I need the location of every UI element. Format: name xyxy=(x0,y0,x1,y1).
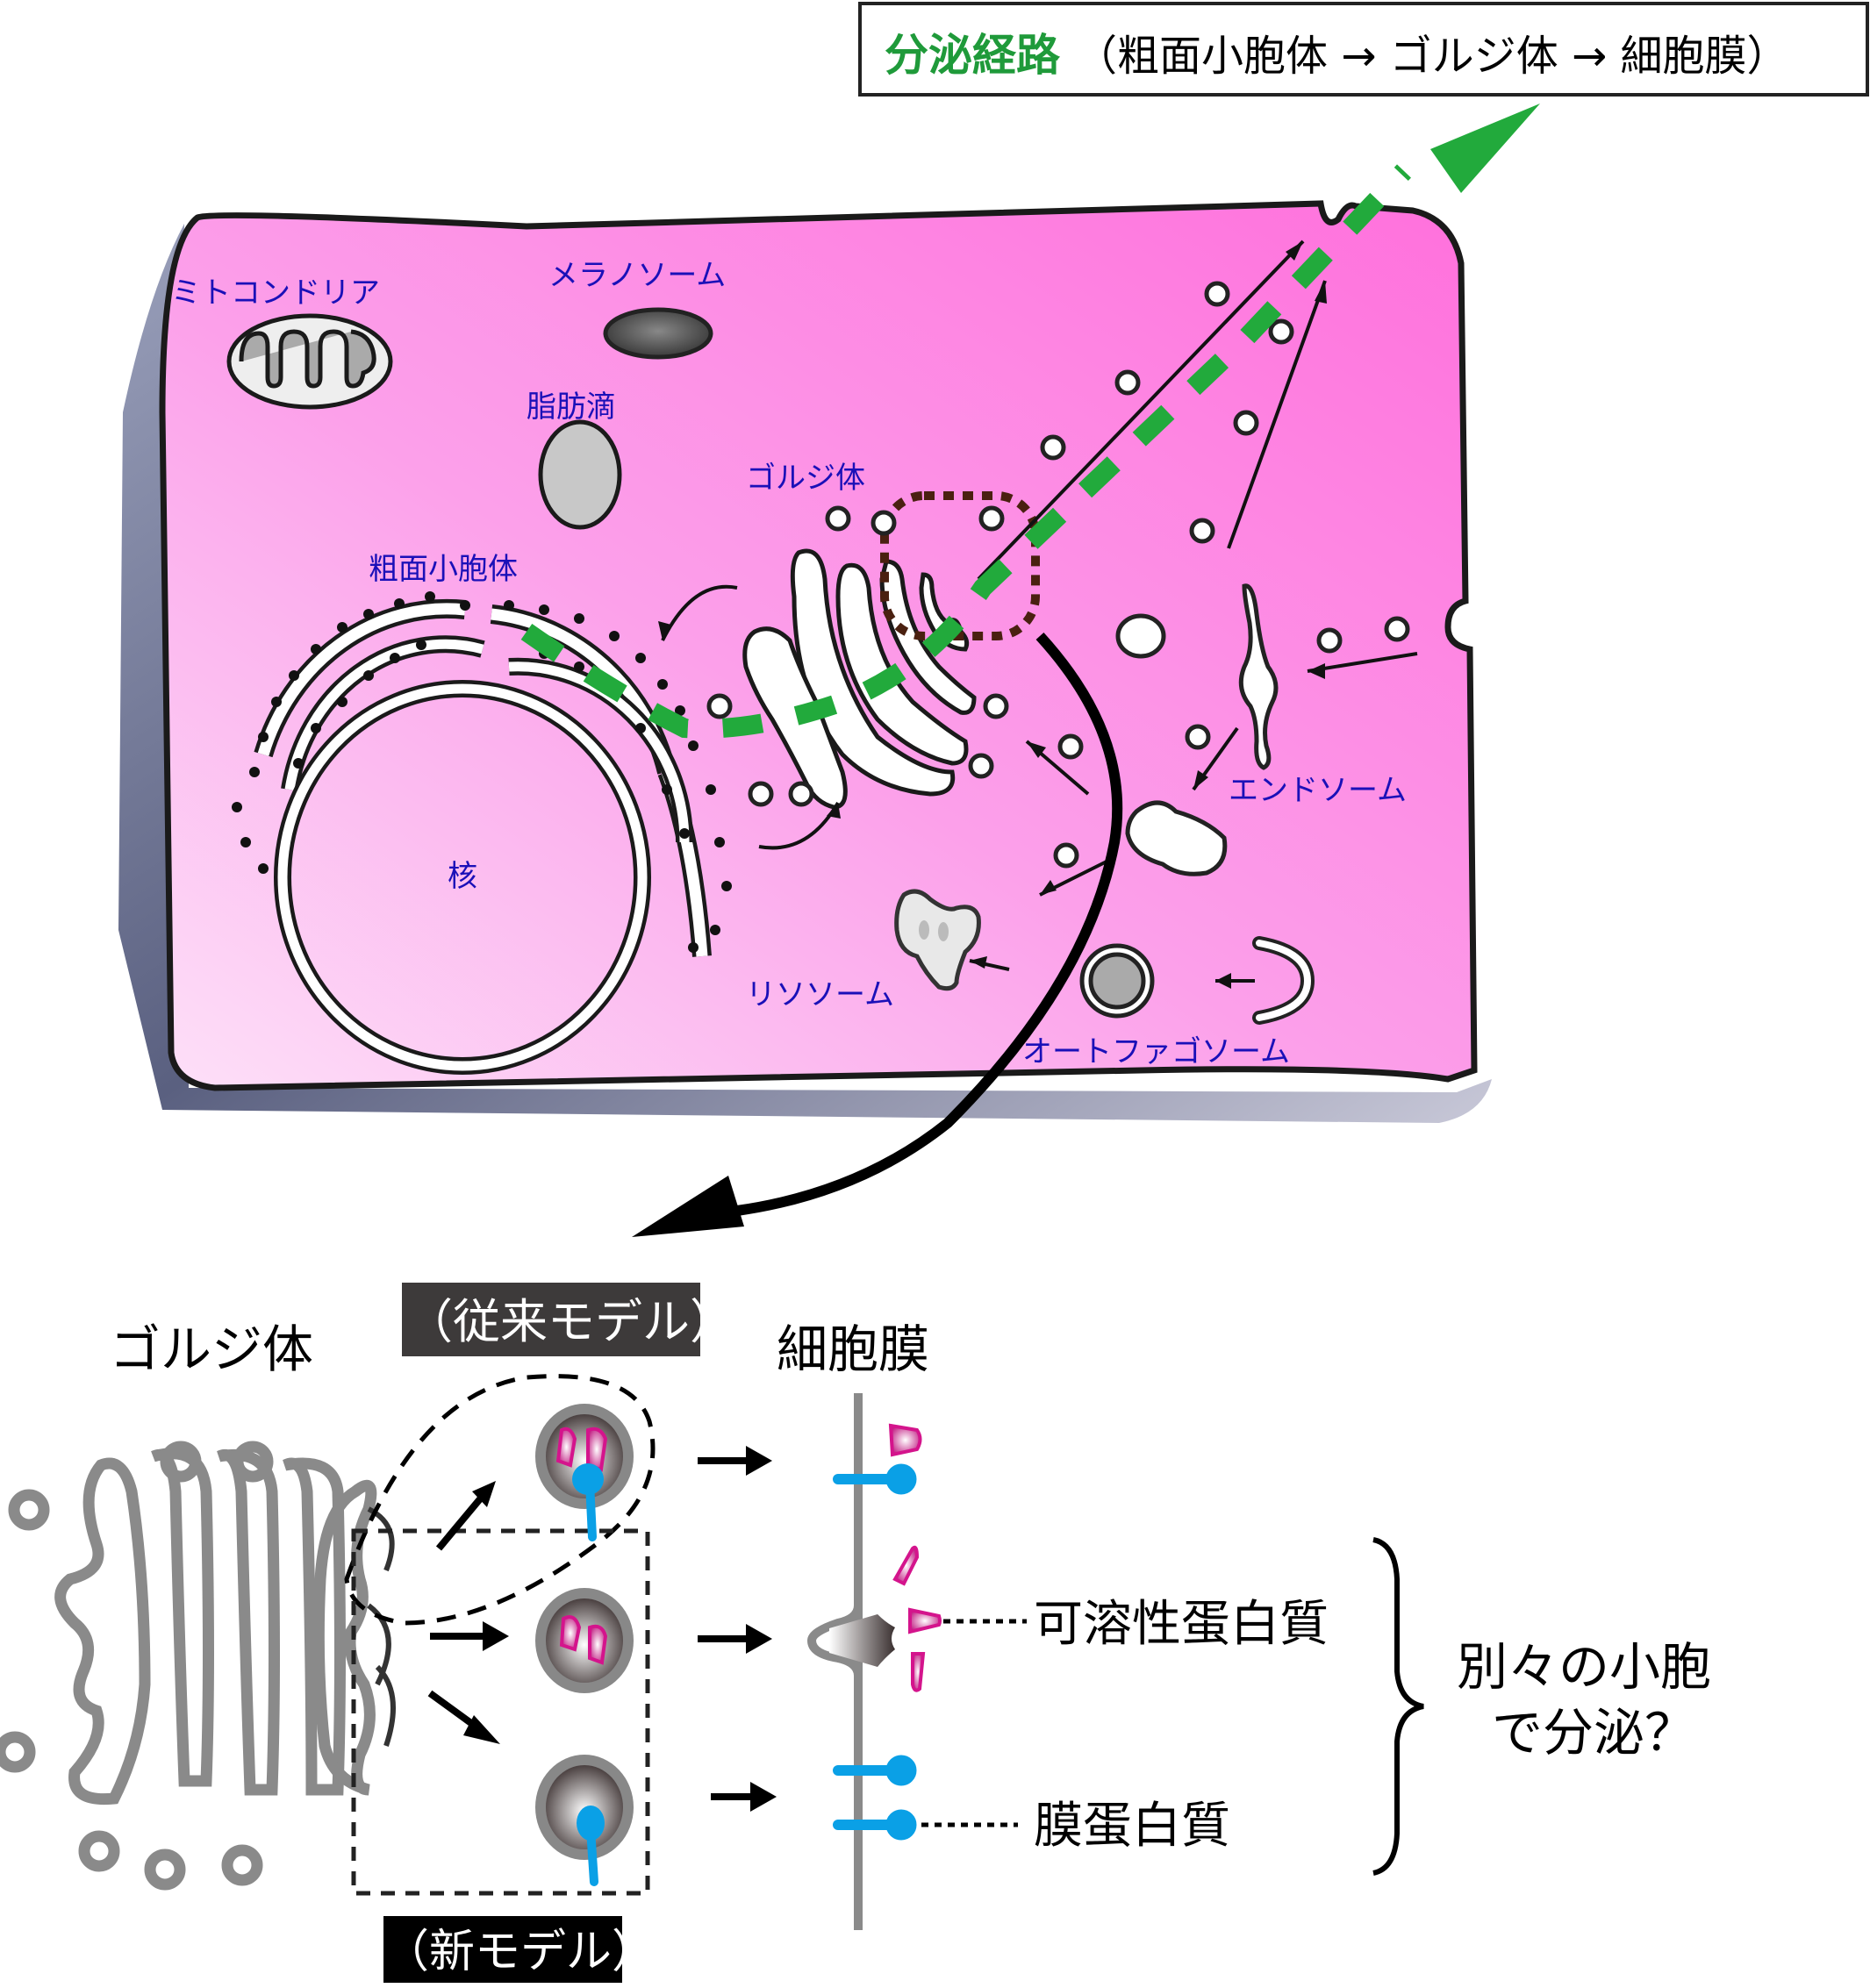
label-mitochondria: ミトコンドリア xyxy=(171,275,380,311)
vesicle-soluble-cargo xyxy=(535,1588,634,1693)
pathway-route: （粗面小胞体 → ゴルジ体 → 細胞膜） xyxy=(1075,32,1788,81)
melanosome xyxy=(603,307,713,360)
lipid-droplet xyxy=(538,419,622,530)
transport-vesicles xyxy=(706,281,1410,869)
zoom-arrowhead xyxy=(632,1176,744,1237)
arrowheads xyxy=(658,241,1327,989)
vesicle-mixed-cargo xyxy=(535,1404,634,1541)
label-rough-er: 粗面小胞体 xyxy=(369,552,518,587)
mitochondrion xyxy=(226,313,393,410)
label-lipid-droplet: 脂肪滴 xyxy=(527,390,616,425)
golgi-schematic xyxy=(0,1441,377,1891)
vesicle-membrane-cargo xyxy=(535,1755,634,1886)
secretory-route-arrowhead xyxy=(1430,104,1540,193)
membrane-protein-label: 膜蛋白質 xyxy=(1034,1798,1230,1855)
question-line1: 別々の小胞 xyxy=(1457,1637,1711,1697)
label-lysosome: リソソーム xyxy=(746,977,894,1012)
endosome xyxy=(1238,583,1279,770)
zoom-curve-arrow xyxy=(736,632,1123,1216)
lower-golgi-title: ゴルジ体 xyxy=(110,1319,313,1379)
pathway-title: 分泌経路 xyxy=(885,30,1061,81)
soluble-protein-label: 可溶性蛋白質 xyxy=(1034,1596,1329,1653)
label-melanosome: メラノソーム xyxy=(548,258,726,293)
label-autophagosome: オートファゴソーム xyxy=(1022,1034,1290,1069)
autophagosome xyxy=(1079,936,1315,1025)
conventional-model-outline xyxy=(344,1374,656,1626)
new-model-label: （新モデル） xyxy=(383,1926,657,1978)
secretory-pathway-legend-box: 分泌経路 （粗面小胞体 → ゴルジ体 → 細胞膜） xyxy=(858,2,1869,97)
lysosome xyxy=(894,889,981,991)
ribosomes xyxy=(232,591,732,953)
late-endosome xyxy=(1125,800,1228,876)
label-golgi: ゴルジ体 xyxy=(746,461,865,496)
cell: ミトコンドリア メラノソーム 脂肪滴 xyxy=(118,104,1540,1237)
new-model-outline xyxy=(351,1528,650,1896)
lysosome-content xyxy=(938,922,949,941)
fusion-pore xyxy=(806,1605,895,1677)
label-nucleus: 核 xyxy=(448,859,477,894)
arrowheads-lower xyxy=(463,1446,777,1812)
question-line2: で分泌？ xyxy=(1492,1703,1695,1763)
conventional-model-label: （従来モデル） xyxy=(405,1294,737,1349)
golgi-apparatus xyxy=(742,548,977,810)
label-endosome: エンドソーム xyxy=(1229,773,1407,808)
membrane-proteins xyxy=(833,1463,917,1841)
rough-er xyxy=(254,598,712,957)
lower-membrane-title: 細胞膜 xyxy=(777,1319,929,1379)
secretory-route-dashed xyxy=(520,164,1411,739)
soluble-proteins xyxy=(888,1423,942,1692)
new-model-badge: （新モデル） xyxy=(383,1916,657,1983)
conventional-model-badge: （従来モデル） xyxy=(402,1283,737,1356)
lysosome-content xyxy=(919,920,929,940)
curly-brace xyxy=(1372,1537,1424,1876)
trans-golgi-highlight xyxy=(880,491,1040,640)
